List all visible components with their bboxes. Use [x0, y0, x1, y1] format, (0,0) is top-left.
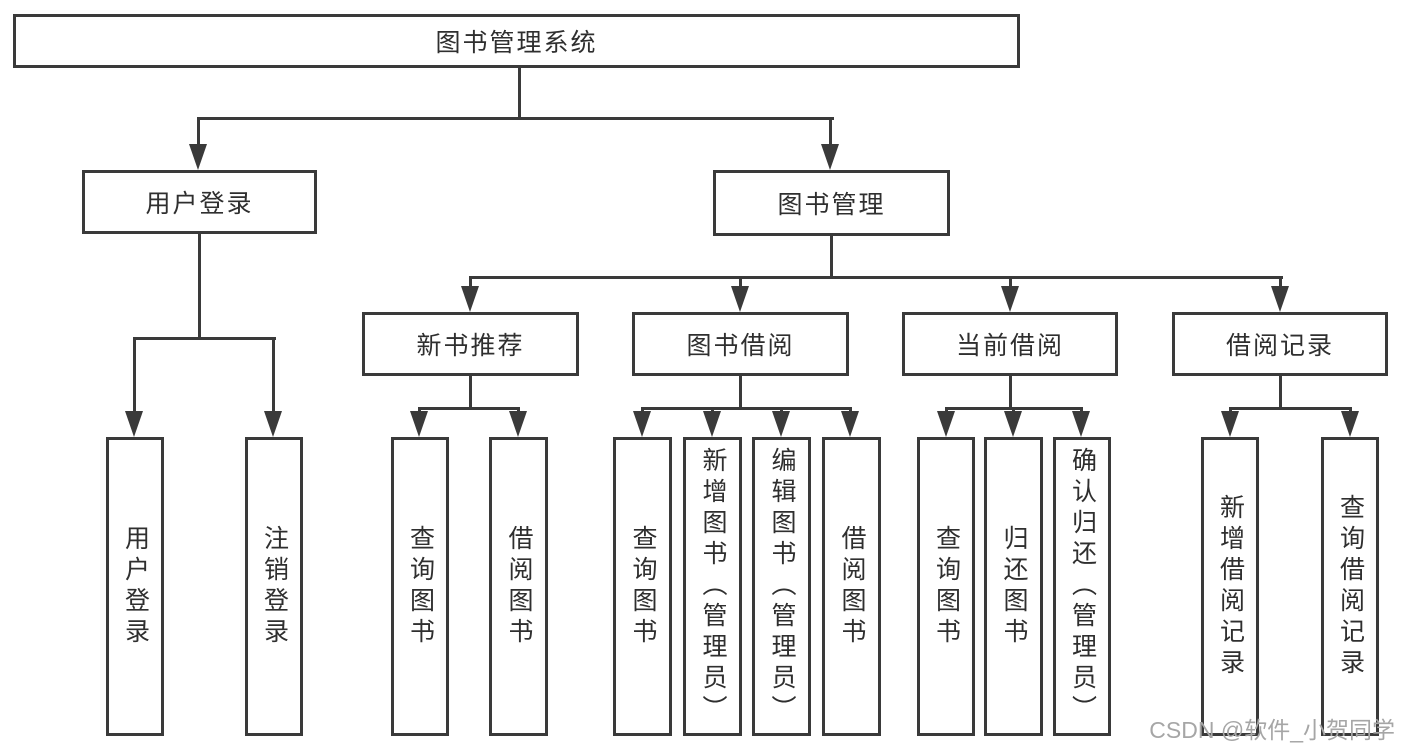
arrowhead-icon — [731, 286, 749, 312]
connector-userlogin-hline — [133, 337, 276, 340]
connector-userlogin-stub — [198, 233, 201, 340]
connector-bookborrow-hline — [641, 407, 852, 410]
leaf-add-books-admin: 新增图书（管理员） — [683, 437, 742, 736]
connector-root-hline — [197, 117, 834, 120]
leaf-logout: 注销登录 — [245, 437, 303, 736]
connector-stem — [133, 337, 136, 415]
arrowhead-icon — [410, 411, 428, 437]
csdn-watermark: CSDN @软件_小贺同学 — [1149, 717, 1395, 743]
connector-stem — [739, 276, 742, 290]
node-book-borrowing: 图书借阅 — [632, 312, 849, 376]
connector-currentborrow-stub — [1009, 375, 1012, 410]
arrowhead-icon — [772, 411, 790, 437]
leaf-query-borrow-record: 查询借阅记录 — [1321, 437, 1379, 736]
leaf-add-borrow-record: 新增借阅记录 — [1201, 437, 1259, 736]
leaf-query-books-3: 查询图书 — [917, 437, 975, 736]
connector-borrowrecords-stub — [1279, 375, 1282, 410]
connector-bookborrow-stub — [739, 375, 742, 410]
arrowhead-icon — [461, 286, 479, 312]
node-book-management: 图书管理 — [713, 170, 950, 236]
connector-root-stub — [518, 67, 521, 120]
node-borrowing-records: 借阅记录 — [1172, 312, 1388, 376]
arrowhead-icon — [633, 411, 651, 437]
arrowhead-icon — [1001, 286, 1019, 312]
arrowhead-icon — [189, 144, 207, 170]
leaf-query-books-2: 查询图书 — [613, 437, 672, 736]
connector-level3-hline — [469, 276, 1283, 279]
node-current-borrowing: 当前借阅 — [902, 312, 1118, 376]
leaf-confirm-return-admin: 确认归还（管理员） — [1053, 437, 1111, 736]
connector-newbooks-hline — [418, 407, 520, 410]
connector-borrowrecords-hline — [1229, 407, 1351, 410]
node-new-book-recommend: 新书推荐 — [362, 312, 579, 376]
arrowhead-icon — [125, 411, 143, 437]
arrowhead-icon — [509, 411, 527, 437]
arrowhead-icon — [1072, 411, 1090, 437]
node-root: 图书管理系统 — [13, 14, 1020, 68]
arrowhead-icon — [1221, 411, 1239, 437]
connector-stem — [197, 117, 200, 149]
arrowhead-icon — [1271, 286, 1289, 312]
leaf-user-login: 用户登录 — [106, 437, 164, 736]
arrowhead-icon — [841, 411, 859, 437]
leaf-borrow-books-1: 借阅图书 — [489, 437, 548, 736]
connector-stem — [272, 337, 275, 415]
connector-stem — [1009, 276, 1012, 290]
node-user-login: 用户登录 — [82, 170, 317, 234]
connector-stem — [469, 276, 472, 290]
connector-newbooks-stub — [469, 375, 472, 410]
leaf-edit-books-admin: 编辑图书（管理员） — [752, 437, 811, 736]
arrowhead-icon — [264, 411, 282, 437]
connector-stem — [829, 117, 832, 149]
connector-stem — [1279, 276, 1282, 290]
leaf-query-books-1: 查询图书 — [391, 437, 449, 736]
arrowhead-icon — [821, 144, 839, 170]
leaf-return-books: 归还图书 — [984, 437, 1043, 736]
leaf-borrow-books-2: 借阅图书 — [822, 437, 881, 736]
arrowhead-icon — [1341, 411, 1359, 437]
arrowhead-icon — [703, 411, 721, 437]
arrowhead-icon — [937, 411, 955, 437]
arrowhead-icon — [1004, 411, 1022, 437]
connector-bookmgmt-stub — [830, 236, 833, 279]
